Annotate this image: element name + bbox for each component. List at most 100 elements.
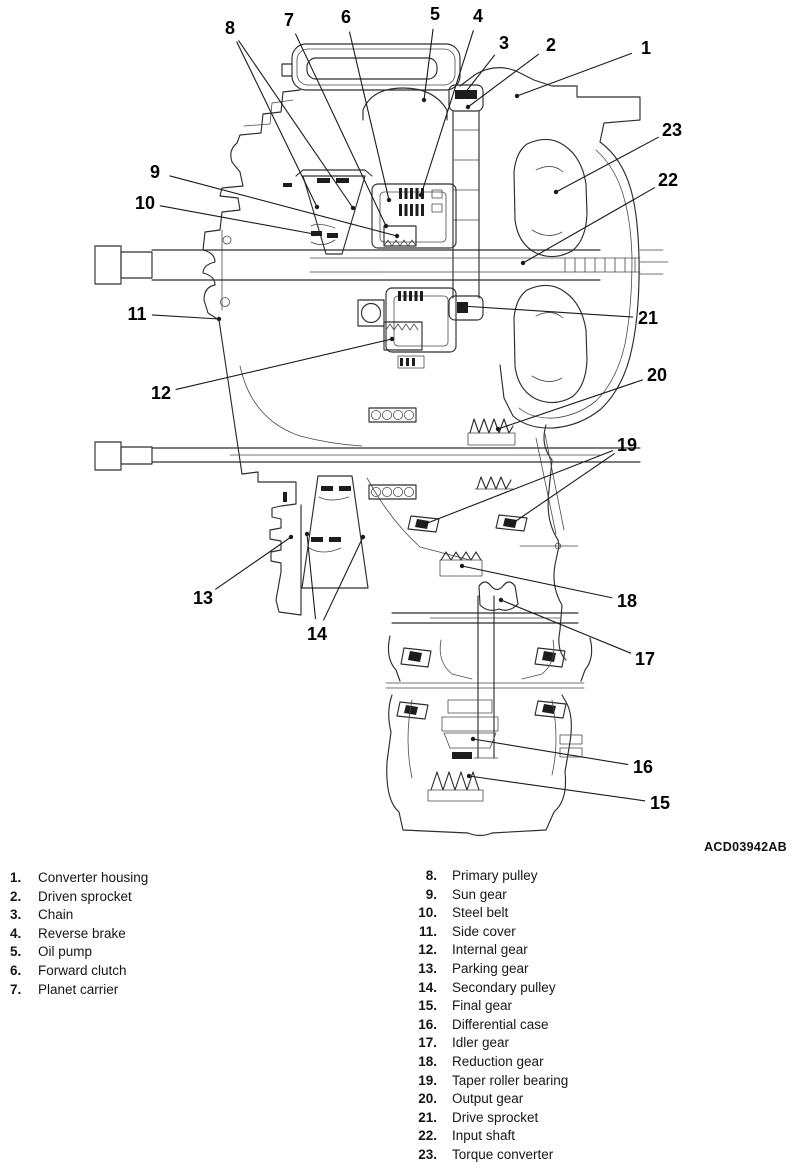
legend-label: Idler gear — [452, 1035, 510, 1051]
legend-item-13: 13.Parking gear — [413, 960, 783, 979]
legend-num: 2. — [10, 888, 22, 904]
callout-leader-3 — [464, 54, 496, 94]
legend-label: Forward clutch — [38, 962, 127, 978]
legend-label: Chain — [38, 907, 74, 923]
legend-item-9: 9.Sun gear — [413, 886, 783, 905]
secondary-pulley-drawing — [301, 475, 369, 589]
callout-leader-22 — [522, 186, 656, 264]
legend-item-17: 17.Idler gear — [413, 1034, 783, 1053]
legend-num: 20. — [418, 1091, 437, 1107]
callout-2: 2 — [546, 35, 556, 55]
callout-10: 10 — [135, 193, 155, 213]
legend-label: Torque converter — [452, 1146, 554, 1162]
legend-label: Side cover — [452, 923, 516, 939]
legend-label: Differential case — [452, 1016, 549, 1032]
legend-label: Taper roller bearing — [452, 1072, 569, 1088]
callout-dot-14 — [360, 534, 366, 540]
callout-12: 12 — [151, 383, 171, 403]
roller-bearing-rows-drawing — [368, 407, 417, 500]
legend-label: Internal gear — [452, 942, 528, 958]
legend-num: 12. — [418, 942, 437, 958]
callout-dot-16 — [470, 736, 476, 742]
callout-6: 6 — [341, 7, 351, 27]
legend-item-2: 2.Driven sprocket — [10, 888, 350, 907]
callout-dot-23 — [553, 189, 559, 195]
torque-converter-drawing — [459, 67, 669, 429]
callout-dot-20 — [495, 426, 501, 432]
callout-leader-6 — [348, 31, 390, 201]
legend-item-18: 18.Reduction gear — [413, 1053, 783, 1072]
callout-14: 14 — [307, 624, 327, 644]
callout-leader-19 — [512, 453, 615, 524]
legend-num: 10. — [418, 905, 437, 921]
legend-label: Primary pulley — [452, 868, 538, 883]
callout-leader-12 — [175, 338, 393, 391]
side-cover-drawing — [202, 89, 471, 616]
legend-label: Secondary pulley — [452, 979, 556, 995]
legend-right-column: 8.Primary pulley 9.Sun gear 10.Steel bel… — [413, 867, 783, 1165]
callout-dot-10 — [311, 231, 317, 237]
callout-dot-11 — [216, 316, 222, 322]
callout-leader-7 — [294, 33, 387, 227]
callout-leader-21 — [461, 305, 634, 318]
callout-20: 20 — [647, 365, 667, 385]
legend-num: 14. — [418, 979, 437, 995]
callout-leader-1 — [516, 52, 633, 97]
callout-9: 9 — [150, 162, 160, 182]
callout-leader-13 — [215, 536, 292, 590]
legend-num: 9. — [425, 886, 437, 902]
callout-3: 3 — [499, 33, 509, 53]
callout-leader-16 — [472, 738, 629, 766]
callout-5: 5 — [430, 4, 440, 24]
callout-dot-17 — [498, 597, 504, 603]
legend-left-column: 1.Converter housing 2.Driven sprocket 3.… — [10, 869, 350, 999]
legend-num: 22. — [418, 1128, 437, 1144]
legend-label: Planet carrier — [38, 981, 119, 997]
legend-item-15: 15.Final gear — [413, 997, 783, 1016]
clutch-assembly-drawing — [371, 183, 457, 249]
callout-leader-8 — [238, 40, 354, 209]
legend-item-6: 6.Forward clutch — [10, 962, 350, 981]
callout-23: 23 — [662, 120, 682, 140]
legend-item-3: 3. Chain — [10, 906, 350, 925]
callout-dot-19 — [422, 521, 428, 527]
legend-num: 5. — [10, 944, 22, 960]
legend-item-21: 21.Drive sprocket — [413, 1109, 783, 1128]
callout-leader-17 — [500, 599, 632, 654]
case-right-wall-drawing — [519, 424, 579, 661]
legend-num: 3. — [10, 907, 22, 923]
callout-leader-19 — [424, 449, 614, 525]
callout-dot-9 — [394, 233, 400, 239]
legend-item-22: 22. Input shaft — [413, 1127, 783, 1146]
callout-leader-8 — [236, 41, 318, 208]
legend-item-14: 14. Secondary pulley — [413, 979, 783, 998]
callout-leader-2 — [467, 53, 540, 108]
legend-item-20: 20.Output gear — [413, 1090, 783, 1109]
callout-leader-23 — [555, 136, 660, 193]
legend-num: 4. — [10, 925, 22, 941]
callout-leader-20 — [497, 379, 643, 430]
callout-dot-21 — [459, 303, 465, 309]
legend-num: 8. — [425, 868, 437, 883]
legend-label: Drive sprocket — [452, 1109, 539, 1125]
legend-label: Input shaft — [452, 1128, 516, 1144]
legend-num: 16. — [418, 1016, 437, 1032]
callout-leader-11 — [151, 314, 220, 320]
callout-19: 19 — [617, 435, 637, 455]
callout-15: 15 — [650, 793, 670, 813]
callout-dot-14 — [304, 531, 310, 537]
legend-label: Oil pump — [38, 944, 93, 960]
callout-18: 18 — [617, 591, 637, 611]
callout-dot-22 — [520, 260, 526, 266]
callout-leader-9 — [169, 175, 398, 237]
diagram-artwork — [94, 43, 669, 837]
callout-7: 7 — [284, 10, 294, 30]
callout-dot-7 — [383, 223, 389, 229]
callout-leader-4 — [420, 30, 474, 196]
legend-item-19: 19.Taper roller bearing — [413, 1072, 783, 1091]
legend-label: Reverse brake — [38, 925, 126, 941]
differential-case-drawing — [386, 694, 583, 837]
legend-label: Final gear — [452, 998, 513, 1014]
